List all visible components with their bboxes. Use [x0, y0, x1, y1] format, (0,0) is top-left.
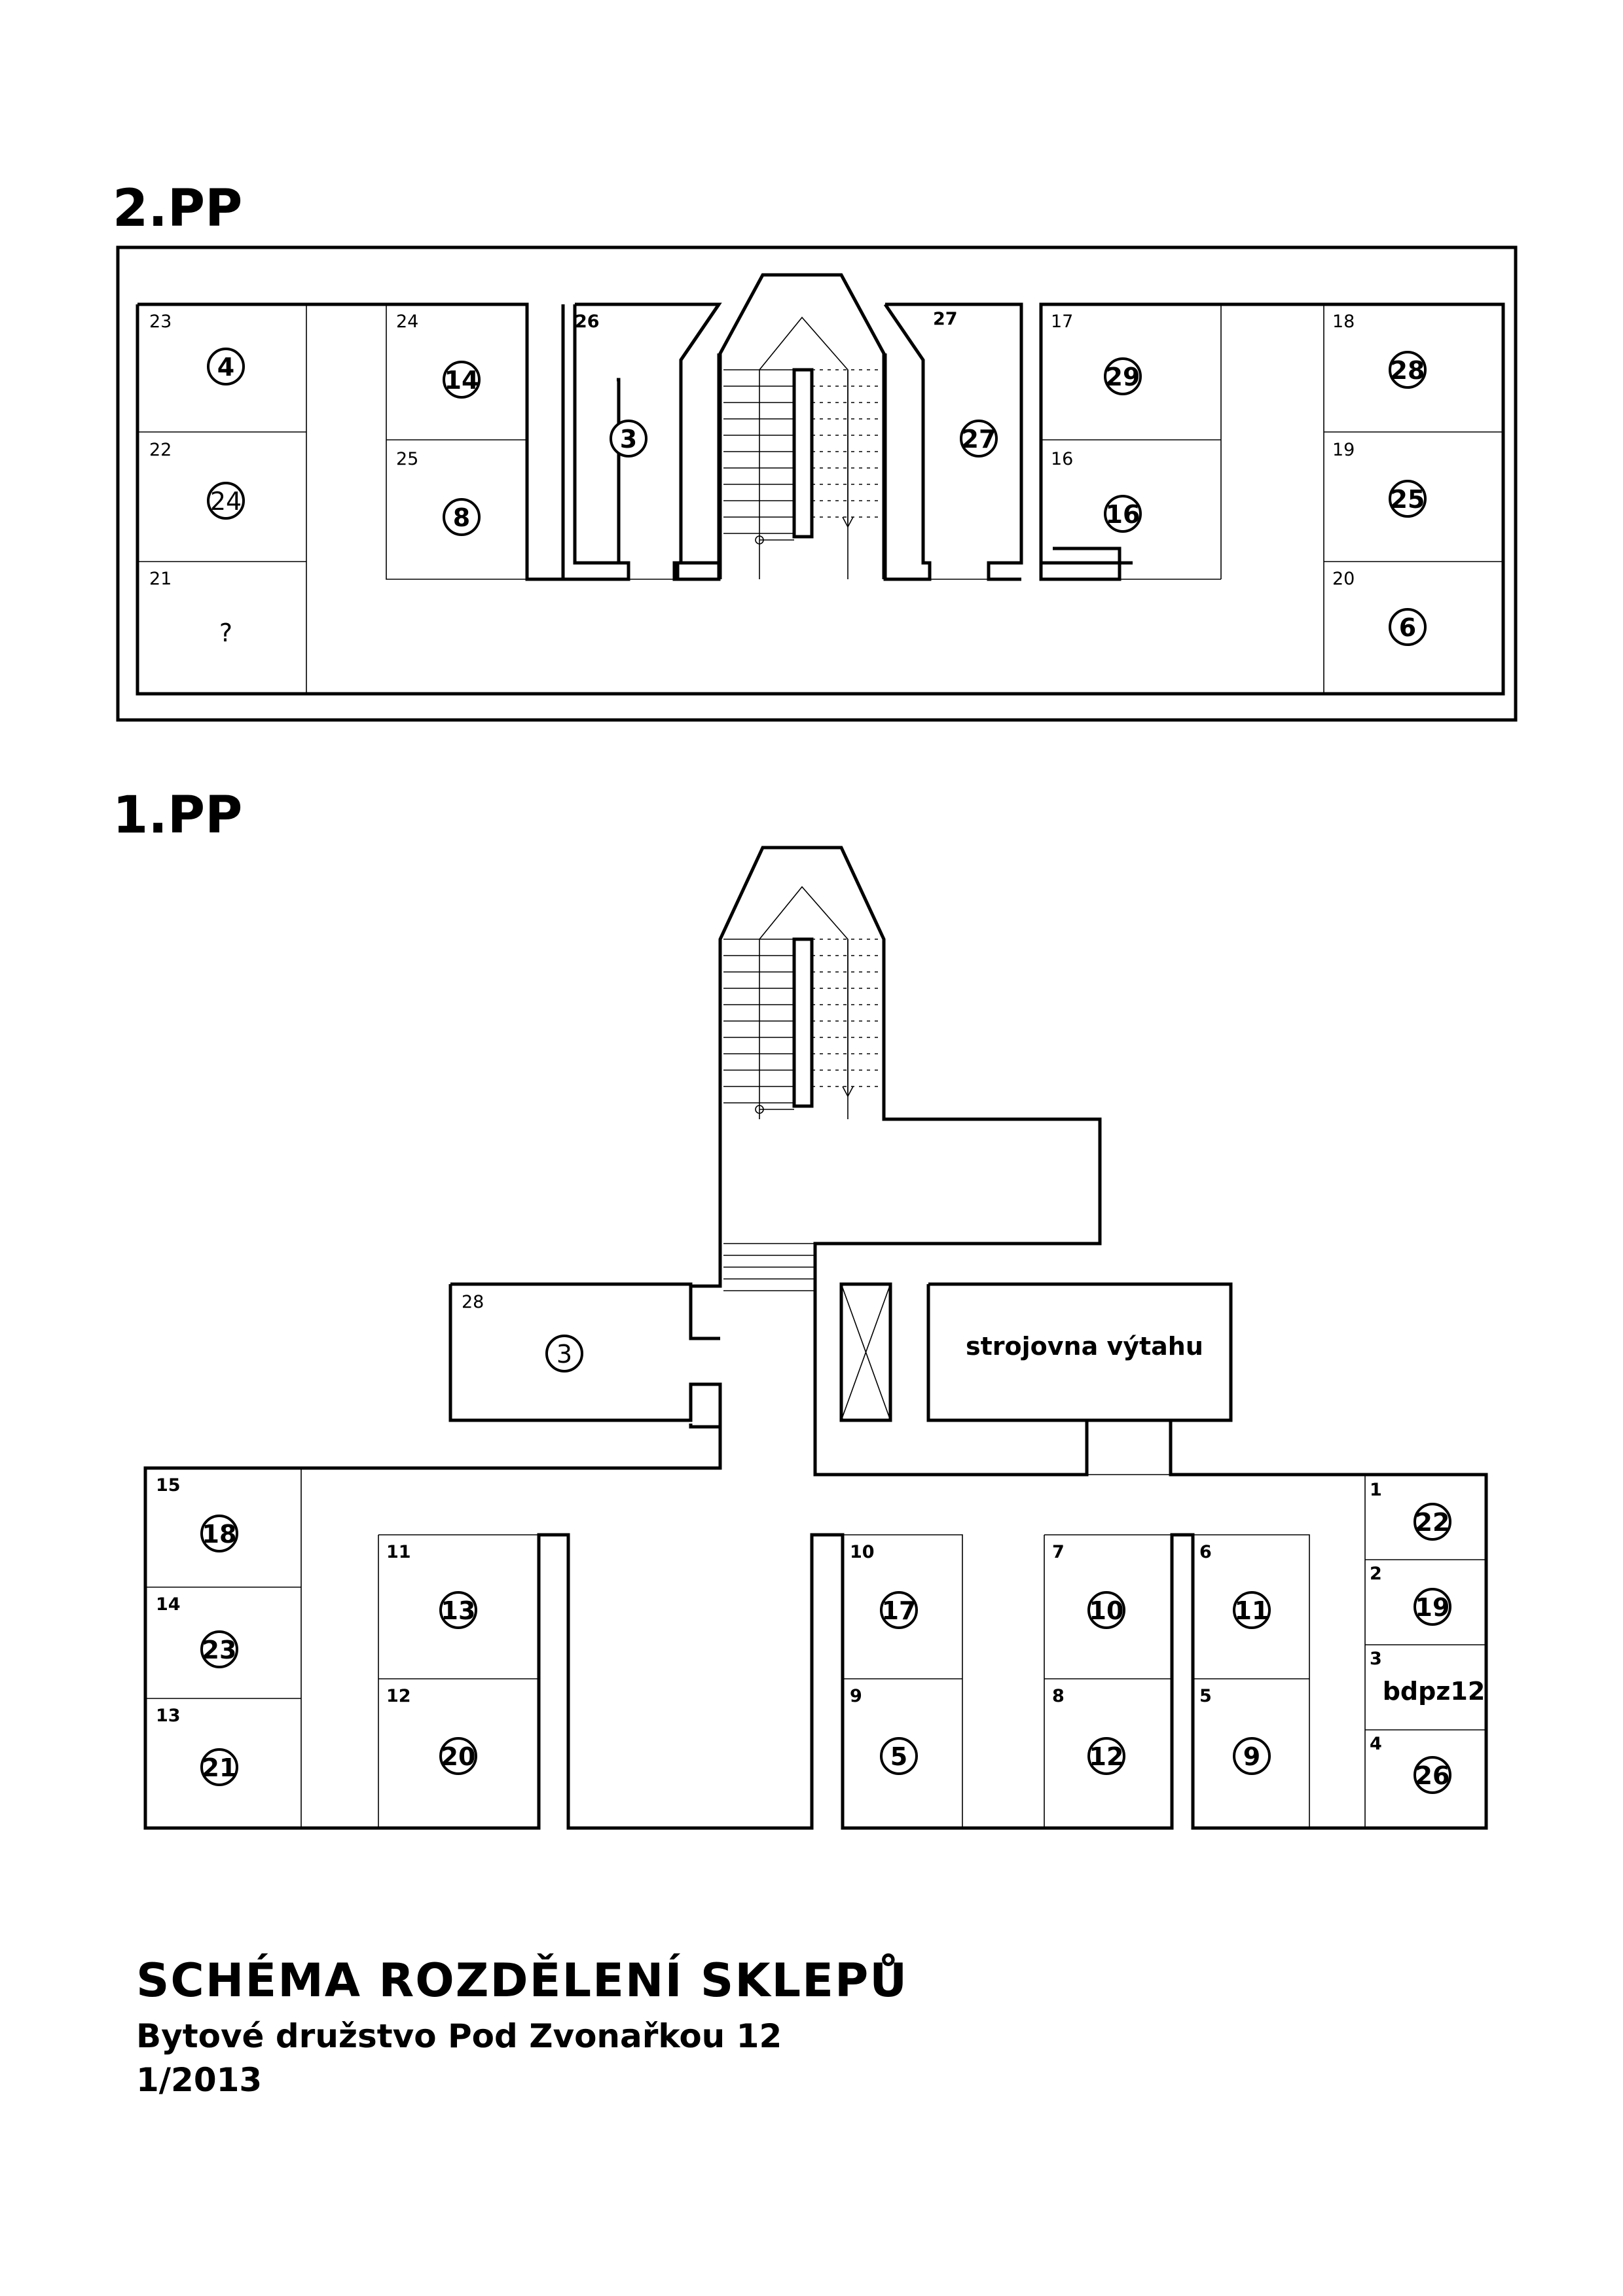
owner-circle [200, 1630, 238, 1668]
cellar-number: 18 [1332, 312, 1355, 332]
cellar-number: 1 [1370, 1480, 1382, 1500]
owner-circle [207, 482, 245, 520]
cellar-number: 19 [1332, 440, 1355, 460]
owner-circle [1413, 1756, 1451, 1794]
cellar-number: 6 [1199, 1542, 1212, 1562]
cellar-number: 4 [1370, 1734, 1382, 1754]
owner-number: 28 [1391, 356, 1425, 385]
cellar-number: 14 [156, 1594, 181, 1615]
document-date: 1/2013 [136, 2061, 262, 2099]
owner-circle [439, 1591, 477, 1629]
cellar-number: 15 [156, 1475, 181, 1496]
owner-circle [200, 1748, 238, 1786]
owner-circle [443, 498, 481, 536]
owner-number: 12 [1089, 1742, 1124, 1771]
owner-circle [1413, 1503, 1451, 1541]
cellar-number: 20 [1332, 569, 1355, 589]
owner-number: 26 [1415, 1761, 1450, 1790]
cellar-number: 28 [462, 1292, 484, 1312]
owner-circle [610, 420, 647, 457]
cellar-number: 21 [149, 569, 172, 589]
cellar-number: 8 [1052, 1686, 1065, 1706]
cellar-number: 25 [396, 449, 418, 469]
owner-number: 21 [202, 1753, 237, 1782]
owner-number: 10 [1089, 1596, 1124, 1625]
cellar-number: 22 [149, 440, 172, 460]
owner-circle [443, 361, 481, 399]
floor-title-2pp: 2.PP [113, 179, 242, 238]
cellar-number: 13 [156, 1706, 181, 1726]
cellar-number: 12 [386, 1686, 411, 1706]
owner-number: 11 [1235, 1596, 1269, 1625]
owner-circle [1233, 1591, 1271, 1629]
cellar-number: 23 [149, 312, 172, 332]
cellar-number: 11 [386, 1542, 411, 1562]
owner-circle [1389, 351, 1427, 389]
owner-number: 20 [441, 1742, 476, 1771]
owner-circle [1413, 1588, 1451, 1626]
floor-title-1pp: 1.PP [113, 786, 242, 845]
owner-circle [207, 348, 245, 386]
owner-number: 22 [1415, 1508, 1450, 1537]
floor-plan-1pp [143, 846, 1488, 1830]
owner-number: 16 [1106, 500, 1140, 529]
owner-circle [439, 1737, 477, 1775]
owner-circle [880, 1591, 918, 1629]
floor-plan-2pp [116, 245, 1518, 722]
cellar-number: 9 [850, 1686, 862, 1706]
owner-number: 23 [202, 1636, 237, 1664]
cellar-number: 24 [396, 312, 418, 332]
owner-number: 9 [1243, 1742, 1260, 1771]
owner-circle [1087, 1591, 1125, 1629]
owner-number: 14 [445, 366, 479, 395]
cellar-number: 5 [1199, 1686, 1212, 1706]
owner-name: bdpz12 [1383, 1677, 1486, 1706]
owner-number: 8 [453, 503, 470, 532]
owner-number: 27 [962, 425, 996, 454]
document-subtitle: Bytové družstvo Pod Zvonařkou 12 [136, 2017, 782, 2055]
machine-room-label: strojovna výtahu [966, 1332, 1203, 1361]
owner-number: 13 [441, 1596, 476, 1625]
owner-circle [960, 420, 998, 457]
cellar-number: 17 [1051, 312, 1073, 332]
owner-number: 25 [1391, 485, 1425, 514]
owner-circle [1233, 1737, 1271, 1775]
owner-number: 19 [1415, 1593, 1450, 1622]
owner-number: 17 [882, 1596, 917, 1625]
owner-circle [545, 1335, 583, 1372]
owner-circle [1087, 1737, 1125, 1775]
owner-unknown: ? [219, 619, 232, 647]
cellar-number: 26 [575, 312, 600, 332]
document-title: SCHÉMA ROZDĚLENÍ SKLEPŮ [136, 1954, 908, 2007]
cellar-number: 16 [1051, 449, 1073, 469]
cellar-number: 2 [1370, 1564, 1382, 1584]
owner-number: 18 [202, 1520, 237, 1549]
owner-number: 3 [556, 1340, 572, 1369]
owner-number: 3 [620, 425, 637, 454]
cellar-number: 3 [1370, 1649, 1382, 1669]
cellar-number: 27 [933, 309, 958, 329]
cellar-number: 10 [850, 1542, 875, 1562]
cellar-number: 7 [1052, 1542, 1065, 1562]
owner-number: 24 [210, 487, 242, 516]
owner-number: 6 [1399, 613, 1416, 642]
owner-circle [1389, 480, 1427, 518]
owner-number: 4 [217, 353, 234, 382]
owner-circle [1104, 357, 1142, 395]
owner-circle [880, 1737, 918, 1775]
owner-circle [200, 1515, 238, 1552]
owner-number: 5 [890, 1742, 907, 1771]
owner-number: 29 [1106, 363, 1140, 391]
owner-circle [1389, 608, 1427, 646]
owner-circle [1104, 495, 1142, 533]
